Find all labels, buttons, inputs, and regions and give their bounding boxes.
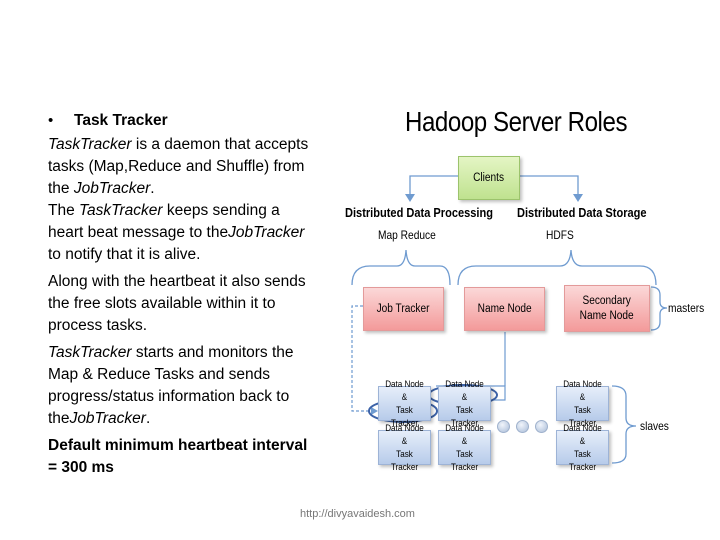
clients-to-storage-line <box>518 175 579 196</box>
secondary-line2: Name Node <box>579 309 635 322</box>
term-tasktracker: TaskTracker <box>48 344 132 361</box>
processing-bracket <box>351 249 451 286</box>
processing-sub-label: Map Reduce <box>378 228 436 242</box>
clients-box: Clients <box>458 156 520 200</box>
paragraph-heartbeat: The TaskTracker keeps sending a heart be… <box>48 200 316 266</box>
data-node-box: Data Node &Task Tracker <box>438 423 491 473</box>
diagram-title: Hadoop Server Roles <box>405 106 628 137</box>
ellipsis-dot <box>497 420 510 433</box>
storage-bracket <box>457 249 657 286</box>
data-node-label: Data Node &Task Tracker <box>443 422 486 474</box>
name-node-label: Name Node <box>477 302 532 315</box>
paragraph-text: starts and monitors the Map & Reduce Tas… <box>48 344 294 427</box>
data-node-box: Data Node &Task Tracker <box>556 423 609 473</box>
data-node-box: Data Node &Task Tracker <box>378 379 431 429</box>
node-line1: Data Node & <box>385 378 424 403</box>
clients-to-processing-line <box>409 175 458 196</box>
paragraph-text: . <box>150 180 155 197</box>
paragraph-text: . <box>145 410 151 427</box>
node-line2: Task Tracker <box>390 448 419 473</box>
term-tasktracker: TaskTracker <box>79 202 163 219</box>
text-column: • Task Tracker TaskTracker is a daemon t… <box>48 110 316 484</box>
masters-label: masters <box>668 301 705 315</box>
term-jobtracker: JobTracker <box>73 180 151 197</box>
ellipsis-dot <box>516 420 529 433</box>
data-node-box: Data Node &Task Tracker <box>556 379 609 429</box>
term-jobtracker: JobTracker <box>228 224 305 241</box>
data-node-label: Data Node &Task Tracker <box>561 378 604 430</box>
arrow-head <box>371 407 378 415</box>
paragraph-monitor: TaskTracker starts and monitors the Map … <box>48 342 316 430</box>
arrow-head <box>405 194 415 202</box>
paragraph-daemon: TaskTracker is a daemon that accepts tas… <box>48 134 316 200</box>
masters-brace <box>650 286 668 331</box>
paragraph-text: to notify that it is alive. <box>48 246 201 263</box>
data-node-label: Data Node &Task Tracker <box>561 422 604 474</box>
clients-label: Clients <box>473 171 505 184</box>
term-tasktracker: TaskTracker <box>48 136 132 153</box>
slaves-brace <box>611 385 637 464</box>
secondary-line1: Secondary <box>582 294 632 307</box>
node-line1: Data Node & <box>563 378 602 403</box>
node-line1: Data Node & <box>563 422 602 447</box>
bullet-heading: • Task Tracker <box>48 110 316 132</box>
paragraph-text: keeps sending a heart beat message to th… <box>48 202 280 241</box>
node-line2: Task Tracker <box>568 404 597 429</box>
node-line2: Task Tracker <box>390 404 419 429</box>
data-node-label: Data Node &Task Tracker <box>443 378 486 430</box>
data-node-label: Data Node &Task Tracker <box>383 422 426 474</box>
processing-label: Distributed Data Processing <box>345 205 493 220</box>
paragraph-text: The <box>48 202 80 219</box>
paragraph-free-slots: Along with the heartbeat it also sends t… <box>48 273 306 334</box>
node-line2: Task Tracker <box>450 404 479 429</box>
bullet-dot: • <box>48 112 54 129</box>
arrow-head <box>573 194 583 202</box>
job-tracker-box: Job Tracker <box>363 287 444 331</box>
node-line1: Data Node & <box>445 422 484 447</box>
slaves-label: slaves <box>640 419 669 433</box>
ellipsis-dot <box>535 420 548 433</box>
job-tracker-label: Job Tracker <box>377 302 430 315</box>
paragraph-interval: Default minimum heartbeat interval = 300… <box>48 437 308 476</box>
storage-sub-label: HDFS <box>546 228 574 242</box>
footer-url: http://divyavaidesh.com <box>300 508 415 520</box>
name-node-box: Name Node <box>464 287 545 331</box>
storage-label: Distributed Data Storage <box>517 205 647 220</box>
jobtracker-dashed-link <box>351 305 372 412</box>
data-node-box: Data Node &Task Tracker <box>378 423 431 473</box>
paragraph-text: is a daemon that accepts tasks (Map,Redu… <box>48 136 309 197</box>
bullet-title: Task Tracker <box>74 112 168 129</box>
node-line2: Task Tracker <box>568 448 597 473</box>
node-line1: Data Node & <box>445 378 484 403</box>
term-jobtracker: JobTracker <box>69 410 146 427</box>
node-line2: Task Tracker <box>450 448 479 473</box>
data-node-label: Data Node &Task Tracker <box>383 378 426 430</box>
data-node-box: Data Node &Task Tracker <box>438 379 491 429</box>
node-line1: Data Node & <box>385 422 424 447</box>
